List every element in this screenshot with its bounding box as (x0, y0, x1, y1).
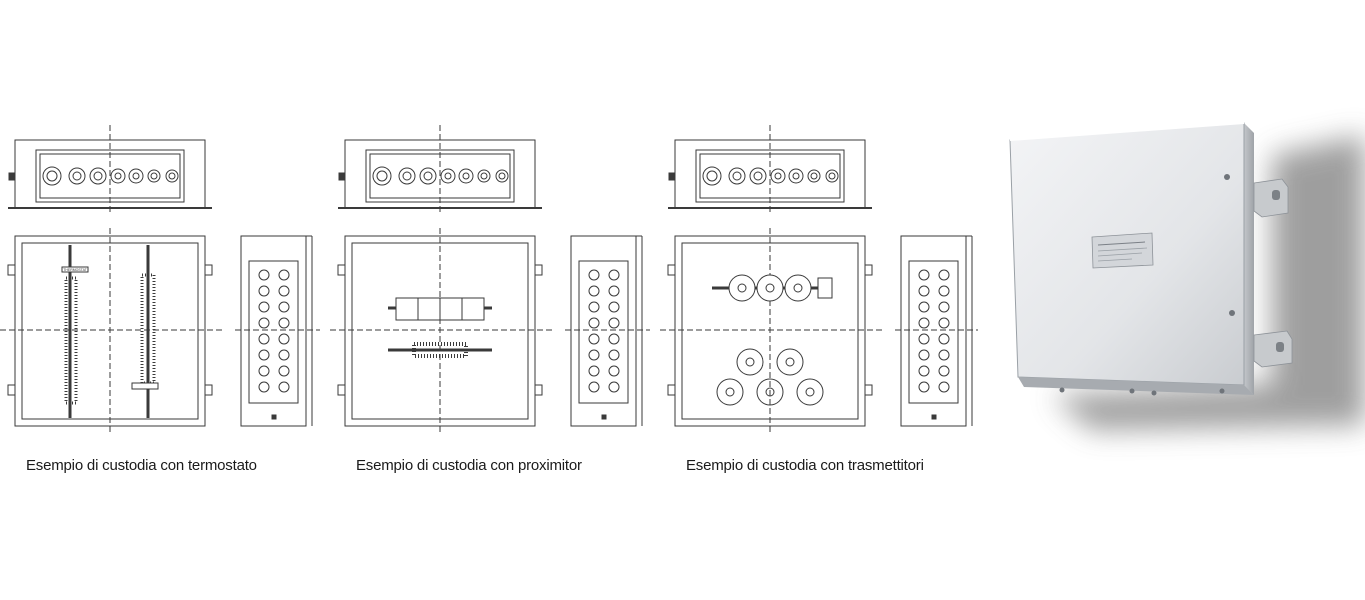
thermostat-drawing: THERMOSTAT (0, 125, 320, 432)
transmitters-drawing (660, 125, 978, 432)
diagram-thermostat: THERMOSTAT Esempio di custodia con termo… (0, 0, 330, 600)
thermostat-label: THERMOSTAT (63, 268, 87, 272)
caption-transmitters: Esempio di custodia con trasmettitori (686, 457, 924, 474)
proximitor-drawing (330, 125, 650, 432)
enclosure-illustration (1009, 122, 1365, 430)
side-view-body (240, 235, 307, 427)
enclosure-photo (982, 95, 1365, 465)
caption-thermostat: Esempio di custodia con termostato (26, 457, 257, 474)
diagram-transmitters: Esempio di custodia con trasmettitori (660, 0, 980, 600)
caption-proximitor: Esempio di custodia con proximitor (356, 457, 582, 474)
diagram-proximitor: Esempio di custodia con proximitor (330, 0, 660, 600)
